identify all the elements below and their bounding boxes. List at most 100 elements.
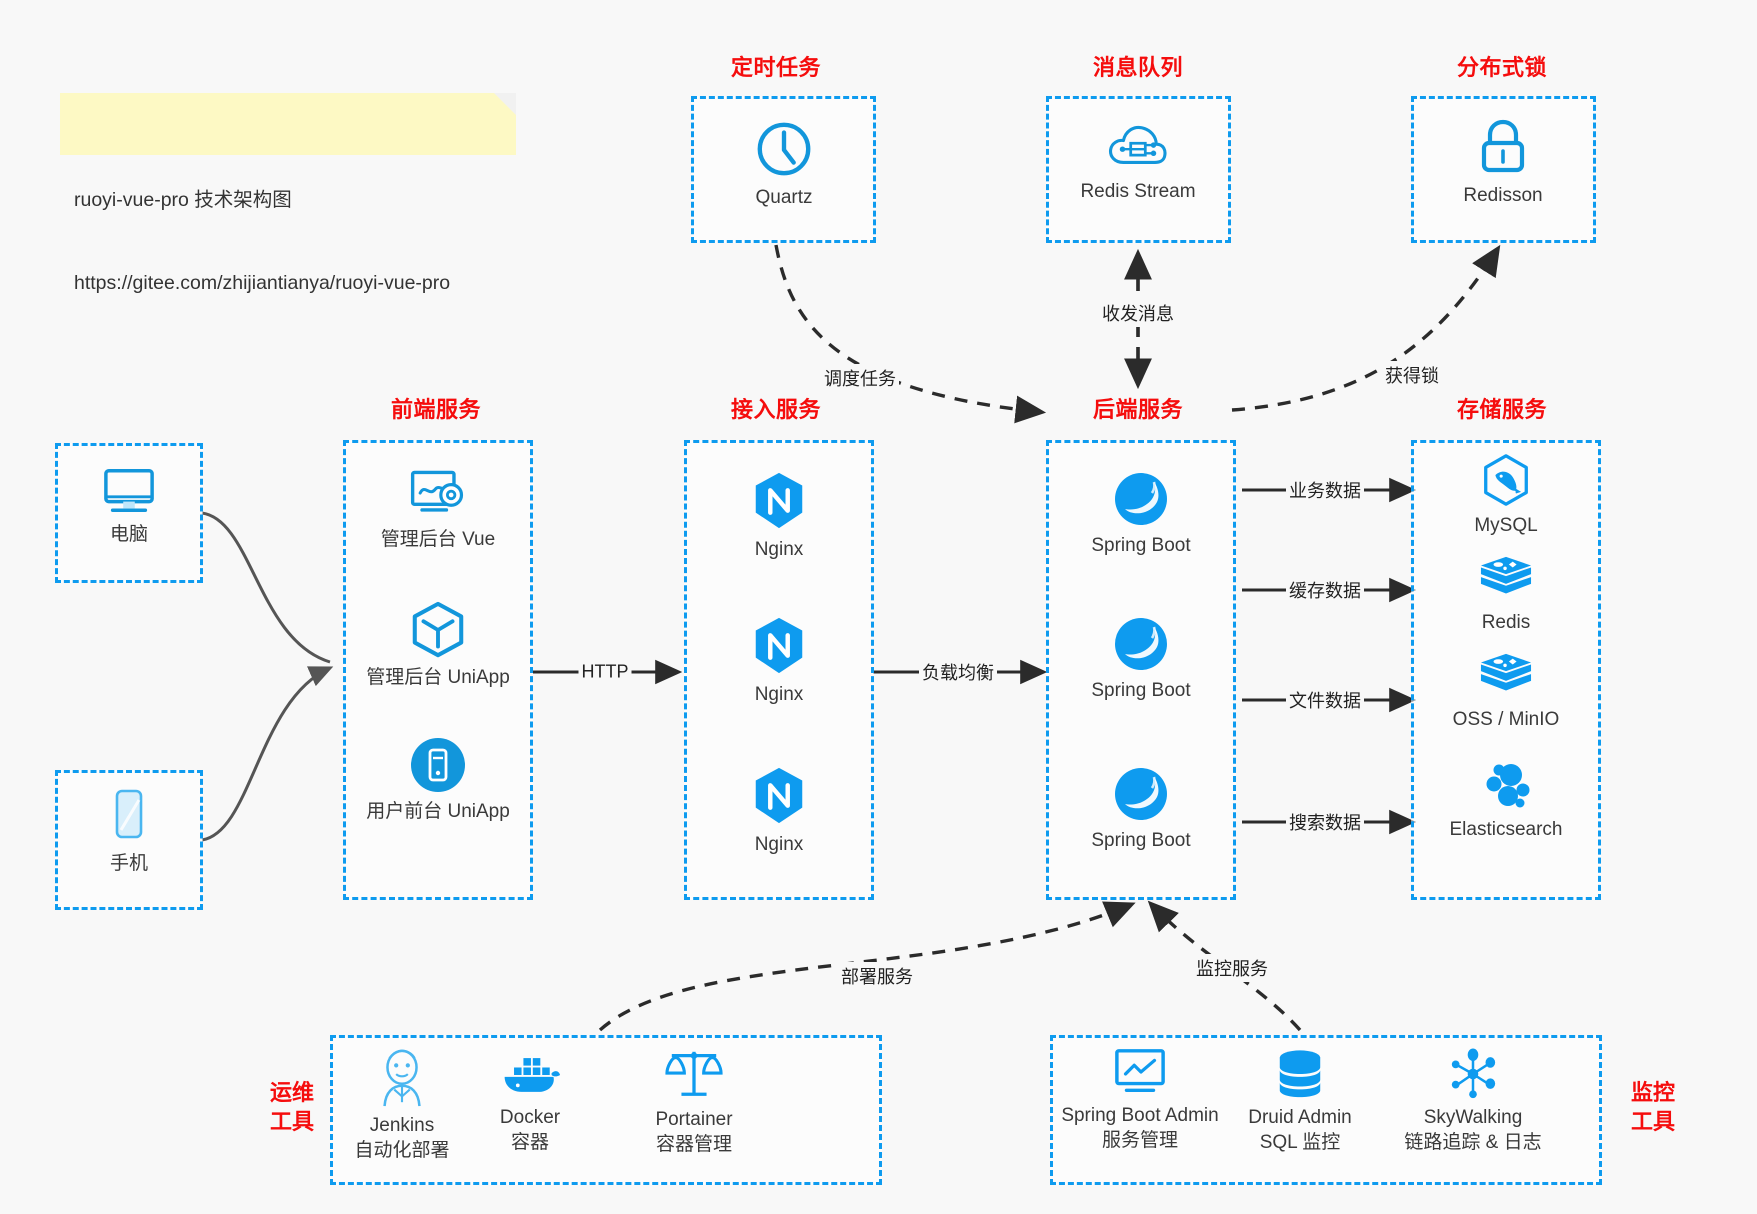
node-label: Redis [1481,612,1531,633]
node-sublabel: 自动化部署 [354,1139,450,1161]
edge-label-search-data: 搜索数据 [1286,808,1364,836]
node-user-uniapp[interactable]: 用户前台 UniApp [348,736,528,824]
section-title-lock: 分布式锁 [1456,55,1547,80]
redis-stack-icon [1413,553,1599,605]
node-label: 用户前台 UniApp [366,801,510,822]
node-label: 管理后台 Vue [380,529,496,550]
node-label: Nginx [754,684,804,705]
section-title-mq: 消息队列 [1092,55,1183,80]
jenkins-butler-icon [322,1046,482,1108]
node-admin-vue[interactable]: 管理后台 Vue [348,466,528,552]
node-label: Spring Boot [1091,535,1191,556]
edge-label-deploy-service: 部署服务 [838,962,916,990]
skywalking-node-icon [1378,1048,1568,1100]
node-label: Portainer [655,1109,733,1130]
edge-label-file-data: 文件数据 [1286,686,1364,714]
group-mq [1046,96,1231,243]
group-frontend [343,440,533,900]
section-title-devops: 运维 工具 [269,1080,314,1135]
node-label: 手机 [109,853,148,874]
section-title-storage: 存储服务 [1456,397,1547,422]
node-springboot-1[interactable]: Spring Boot [1048,470,1234,558]
edge-label-monitor-service: 监控服务 [1193,954,1271,982]
edge-schedule-task [774,244,1047,424]
section-title-scheduler: 定时任务 [730,55,821,80]
edge-label-send-receive-message: 收发消息 [1099,299,1177,327]
dashboard-gear-icon [348,466,528,522]
node-mysql[interactable]: MySQL [1413,452,1599,538]
diagram-note: ruoyi-vue-pro 技术架构图 https://gitee.com/zh… [60,93,516,294]
node-sublabel: 链路追踪 & 日志 [1404,1131,1542,1153]
edge-label-load-balance: 负载均衡 [919,658,997,686]
node-phone[interactable]: 手机 [39,788,219,876]
mysql-dolphin-icon [1413,452,1599,508]
nginx-icon [686,470,872,532]
node-label: Spring Boot Admin [1061,1105,1219,1126]
node-label: Redisson [1463,185,1543,206]
node-sublabel: SQL 监控 [1259,1131,1341,1153]
edge-label-business-data: 业务数据 [1286,476,1364,504]
node-redisson[interactable]: Redisson [1415,118,1591,208]
node-computer[interactable]: 电脑 [39,465,219,547]
group-devops [330,1035,882,1185]
node-label: Jenkins [369,1115,435,1136]
nginx-icon [686,765,872,827]
node-portainer[interactable]: Portainer 容器管理 [614,1046,774,1157]
node-springboot-3[interactable]: Spring Boot [1048,765,1234,853]
cloud-stream-icon [1050,118,1226,174]
node-label: Redis Stream [1080,181,1196,202]
node-druid-admin[interactable]: Druid Admin SQL 监控 [1215,1048,1385,1155]
group-computer [55,443,203,583]
node-label: 管理后台 UniApp [366,667,510,688]
node-label: MySQL [1474,515,1538,536]
database-icon [1215,1048,1385,1100]
section-title-frontend: 前端服务 [390,397,481,422]
node-admin-uniapp[interactable]: 管理后台 UniApp [348,600,528,690]
spring-leaf-icon [1048,615,1234,673]
node-docker[interactable]: Docker 容器 [450,1050,610,1155]
node-redis-stream[interactable]: Redis Stream [1050,118,1226,204]
node-label: Nginx [754,539,804,560]
node-jenkins[interactable]: Jenkins 自动化部署 [322,1046,482,1163]
docker-whale-icon [450,1050,610,1100]
node-elasticsearch[interactable]: Elasticsearch [1413,758,1599,842]
edge-computer-to-frontend [201,511,331,664]
node-label: Spring Boot [1091,680,1191,701]
edge-label-schedule-task: 调度任务 [821,364,899,392]
node-label: Quartz [755,187,813,208]
edge-acquire-lock [1231,244,1501,412]
mobile-phone-icon [39,788,219,846]
group-scheduler [691,96,876,243]
node-sublabel: 服务管理 [1101,1129,1178,1151]
note-fold-corner [494,93,516,115]
monitor-chart-icon [1040,1046,1240,1098]
lock-icon [1415,118,1591,178]
node-spring-boot-admin[interactable]: Spring Boot Admin 服务管理 [1040,1046,1240,1153]
node-nginx-2[interactable]: Nginx [686,615,872,707]
section-title-backend: 后端服务 [1092,397,1183,422]
phone-circle-icon [348,736,528,794]
section-title-gateway: 接入服务 [730,397,821,422]
scales-icon [614,1046,774,1102]
note-url: https://gitee.com/zhijiantianya/ruoyi-vu… [74,272,451,295]
node-redis[interactable]: Redis [1413,553,1599,635]
node-label: Docker [499,1107,561,1128]
spring-leaf-icon [1048,470,1234,528]
node-nginx-3[interactable]: Nginx [686,765,872,857]
node-label: SkyWalking [1423,1107,1523,1128]
node-quartz[interactable]: Quartz [696,118,872,210]
edge-label-http: HTTP [578,660,632,684]
node-nginx-1[interactable]: Nginx [686,470,872,562]
group-monitor [1050,1035,1602,1185]
node-springboot-2[interactable]: Spring Boot [1048,615,1234,703]
node-sublabel: 容器管理 [655,1133,732,1155]
node-sublabel: 容器 [510,1131,549,1153]
clock-icon [696,118,872,180]
node-oss-minio[interactable]: OSS / MinIO [1413,650,1599,732]
redis-stack-icon [1413,650,1599,702]
hexagon-cube-icon [348,600,528,660]
node-skywalking[interactable]: SkyWalking 链路追踪 & 日志 [1378,1048,1568,1155]
node-label: Spring Boot [1091,830,1191,851]
node-label: Druid Admin [1248,1107,1352,1128]
